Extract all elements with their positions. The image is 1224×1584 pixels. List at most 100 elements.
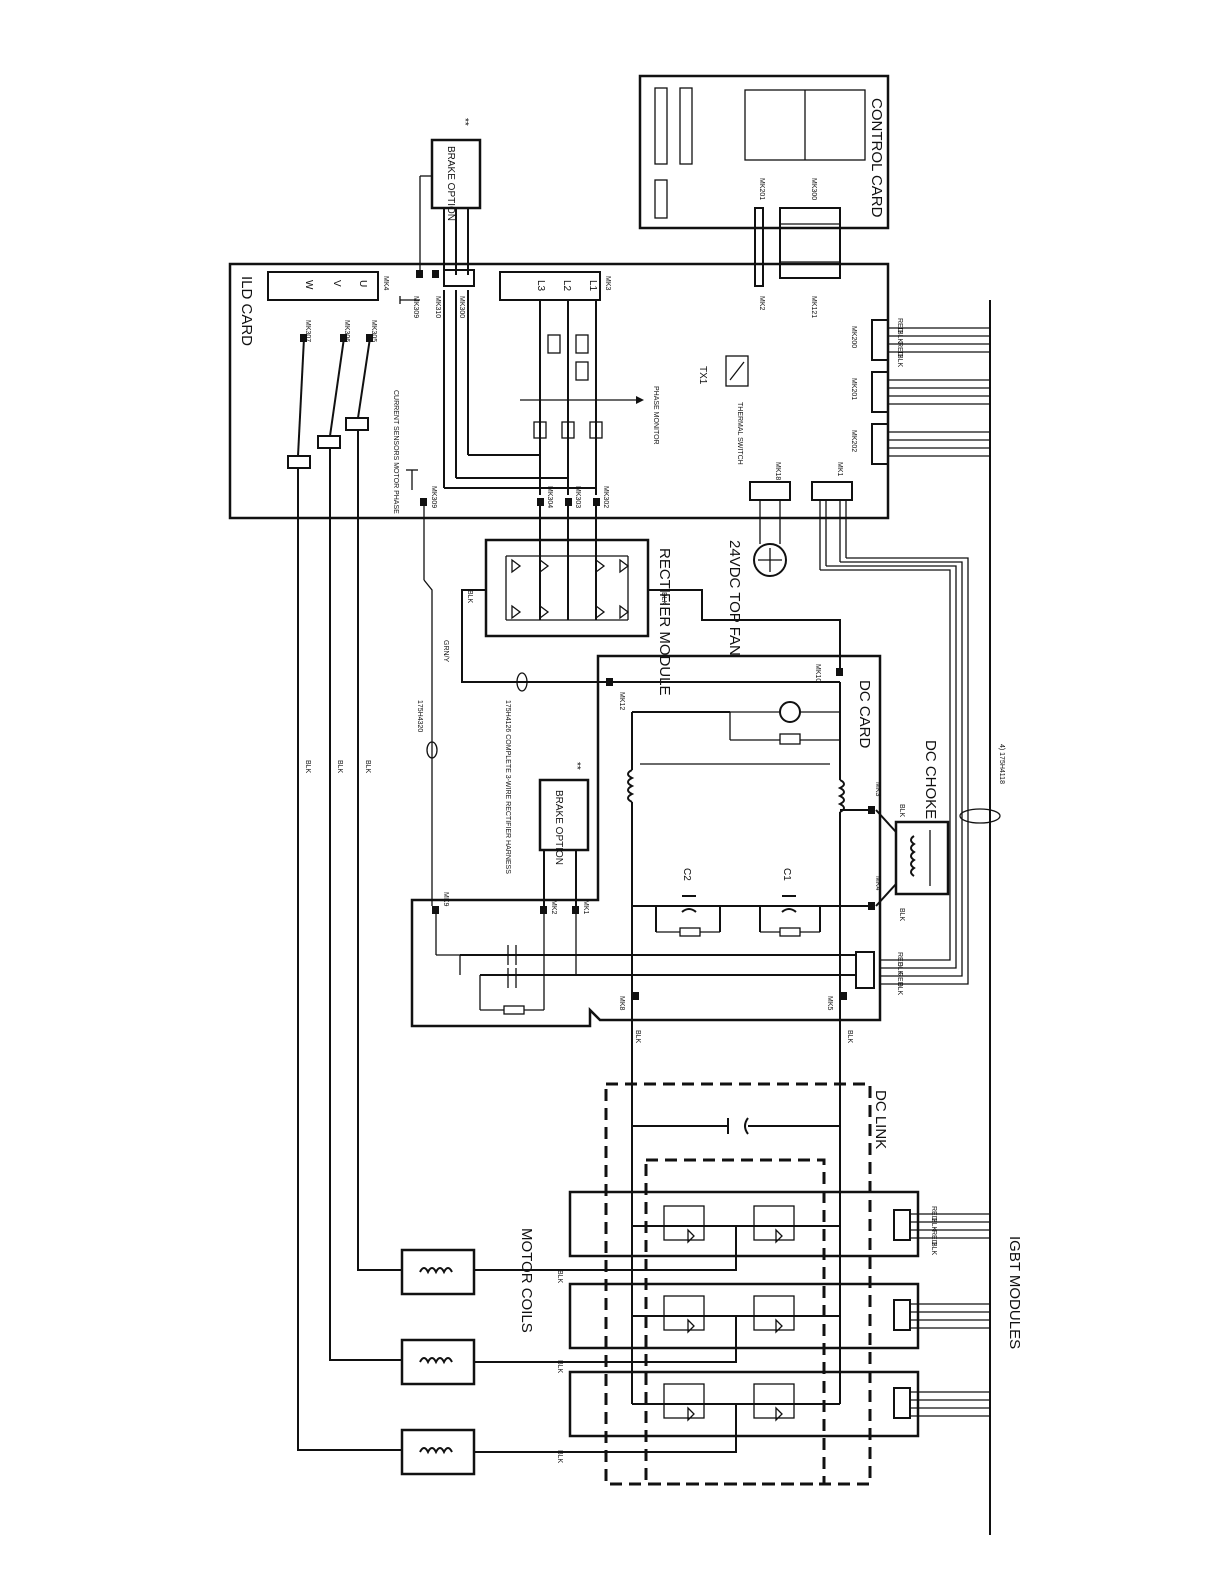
mk309-label: MK309	[412, 296, 419, 318]
mk2-dc-label: MK2	[550, 900, 557, 915]
ild-card: ILD CARD MK3 L1 L2 L3 MK4 U V W MK300 MK…	[228, 262, 890, 520]
brake-marker-top: **	[459, 118, 470, 126]
mk202-label: MK202	[850, 430, 857, 452]
mk201-ctrl-label: MK201	[758, 178, 765, 200]
mk1-harness	[819, 500, 969, 985]
blk-marker: BLK	[556, 1270, 563, 1284]
phase-monitor-label: PHASE MONITOR	[652, 386, 659, 445]
mk303-label: MK303	[574, 486, 581, 508]
brake-option-top: BRAKE OPTION **	[419, 118, 482, 275]
l2-label: L2	[561, 280, 572, 292]
blk-marker: BLK	[660, 592, 667, 606]
current-sensors-label: CURRENT SENSORS MOTOR PHASE	[392, 390, 399, 514]
mk121-label: MK121	[810, 296, 817, 318]
dc-link-label: DC LINK	[872, 1090, 889, 1149]
igbt-modules-label: IGBT MODULES	[1006, 1236, 1023, 1349]
ild-card-label: ILD CARD	[238, 276, 255, 346]
mk304-label: MK304	[546, 486, 553, 508]
blk-marker: BLK	[930, 1242, 937, 1256]
rectifier-diodes	[511, 558, 630, 620]
red-marker: RED	[896, 318, 903, 333]
control-card: CONTROL CARD MK300 MK201	[638, 74, 890, 230]
thermal-switch-label: THERMAL SWITCH	[736, 402, 743, 465]
l3-label: L3	[535, 280, 546, 292]
mk306-label: MK306	[343, 320, 350, 342]
mk302-label: MK302	[602, 486, 609, 508]
mk9-label: MK9	[442, 892, 449, 907]
red-marker: RED	[896, 972, 903, 987]
brake-marker-mid: **	[571, 762, 582, 770]
blk-marker: BLK	[896, 330, 903, 344]
mk5-label: MK5	[826, 996, 833, 1011]
red-marker: RED	[930, 1206, 937, 1221]
red-marker: RED	[930, 1230, 937, 1245]
mk305-label: MK305	[370, 320, 377, 342]
blk-marker: BLK	[466, 590, 473, 604]
blk-marker: BLK	[930, 1218, 937, 1232]
dc-card-label: DC CARD	[856, 680, 873, 749]
mov-group	[533, 334, 603, 439]
ribbon-cable: MK121 MK2	[754, 207, 841, 318]
mk12-label: MK12	[618, 692, 625, 710]
blk-marker: BLK	[634, 1030, 641, 1044]
c1-label: C1	[781, 868, 792, 881]
dc-choke: DC CHOKE 4) 175H4118	[875, 740, 1005, 907]
mk3-dc-label: MK3	[874, 782, 881, 797]
motor-coils-label: MOTOR COILS	[518, 1228, 535, 1333]
mk18-label: MK18	[774, 462, 781, 480]
motor-coils: MOTOR COILS	[297, 337, 737, 1476]
brake-option-mid: BRAKE OPTION **	[538, 762, 590, 906]
control-card-terminal-block	[654, 87, 693, 219]
mk8-label: MK8	[618, 996, 625, 1011]
mk309-bottom-label: MK309	[430, 486, 437, 508]
u-label: U	[357, 280, 368, 287]
red-marker: RED	[896, 952, 903, 967]
blk-marker: BLK	[336, 760, 343, 774]
ref-4320-label: 175H4320	[416, 700, 423, 732]
dc-card: DC CARD MK10 MK12 MK3 MK4	[410, 654, 882, 1028]
dc-choke-label: DC CHOKE	[922, 740, 939, 819]
harness-label: 175H4126 COMPLETE 3-WIRE RECTIFIER HARNE…	[504, 700, 511, 874]
mk1-label: MK1	[836, 462, 843, 477]
blk-marker: BLK	[556, 1360, 563, 1374]
grn-y-label: GRN/Y	[442, 640, 449, 663]
brake-option-mid-label: BRAKE OPTION	[553, 790, 564, 865]
igbt-modules: IGBT MODULES	[568, 1158, 1023, 1486]
mk4-label: MK4	[382, 276, 389, 291]
rectifier-to-dc-wiring: 175H4126 COMPLETE 3-WIRE RECTIFIER HARNE…	[416, 506, 841, 906]
v-label: V	[331, 280, 342, 287]
dc-link: DC LINK	[604, 1000, 889, 1486]
blk-marker: BLK	[898, 908, 905, 922]
blk-marker: BLK	[898, 804, 905, 818]
mk10-label: MK10	[814, 664, 821, 682]
tx1-label: TX1	[697, 366, 708, 385]
cable-ref-label: 4) 175H4118	[998, 744, 1005, 784]
blk-marker: BLK	[304, 760, 311, 774]
mk300-ctrl-label: MK300	[810, 178, 817, 200]
w-label: W	[303, 280, 314, 290]
red-marker: RED	[896, 342, 903, 357]
blk-marker: BLK	[896, 982, 903, 996]
l1-label: L1	[587, 280, 598, 292]
blk-marker: BLK	[846, 1030, 853, 1044]
control-card-label: CONTROL CARD	[868, 98, 885, 218]
brake-option-top-label: BRAKE OPTION	[445, 146, 456, 221]
blk-marker: BLK	[896, 354, 903, 368]
mk2-label: MK2	[758, 296, 765, 311]
c2-label: C2	[681, 868, 692, 881]
mk200-label: MK200	[850, 326, 857, 348]
mk4-dc-label: MK4	[874, 876, 881, 891]
rectifier-module: RECTIFIER MODULE	[484, 506, 673, 696]
mk300-label: MK300	[458, 296, 465, 318]
rectifier-module-label: RECTIFIER MODULE	[656, 548, 673, 696]
mk307-label: MK307	[304, 320, 311, 342]
signal-bus	[888, 300, 991, 1535]
blk-marker: BLK	[364, 760, 371, 774]
wire-color-markers: BLK BLK BLK BLK BLK BLK BLK BLK BLK BLK …	[304, 318, 937, 1464]
fan-label: 24VDC TOP FAN	[726, 540, 743, 656]
mk310-label: MK310	[434, 296, 441, 318]
top-fan: 24VDC TOP FAN	[726, 500, 787, 656]
blk-marker: BLK	[896, 962, 903, 976]
mk3-label: MK3	[604, 276, 611, 291]
